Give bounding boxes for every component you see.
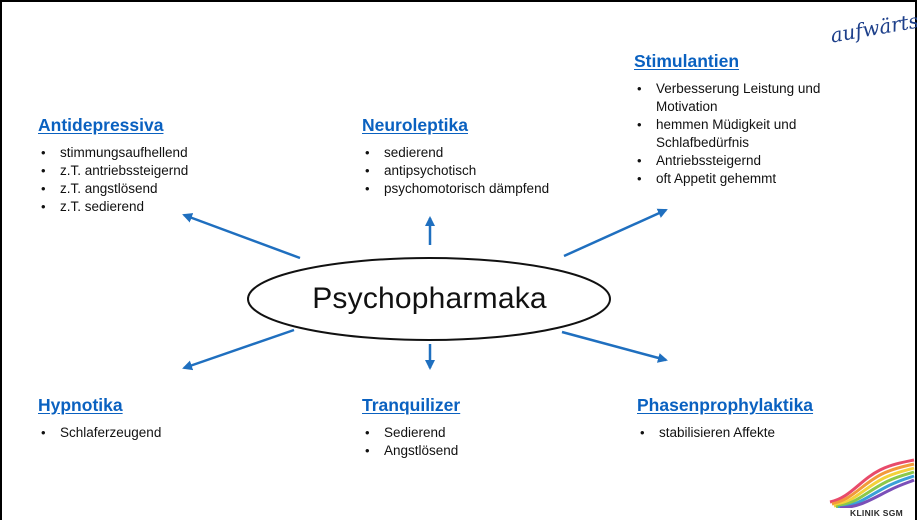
rainbow-swoosh-icon <box>829 458 915 510</box>
category-phasenprophylaktika: Phasenprophylaktika stabilisieren Affekt… <box>637 395 813 442</box>
category-title-tranquilizer: Tranquilizer <box>362 395 461 415</box>
center-label: Psychopharmaka <box>312 282 547 315</box>
klinik-logo-text: KLINIK SGM <box>850 508 904 518</box>
list-item: sedierend <box>362 144 549 162</box>
list-item: stimmungsaufhellend <box>38 144 188 162</box>
category-tranquilizer: Tranquilizer Sedierend Angstlösend <box>362 395 460 460</box>
category-list-tranquilizer: Sedierend Angstlösend <box>362 424 460 460</box>
klinik-logo: KLINIK SGM <box>820 446 916 522</box>
arrow-to-antidepressiva <box>182 213 301 260</box>
list-item: hemmen Müdigkeit und Schlafbedürfnis <box>634 116 828 152</box>
list-item: Sedierend <box>362 424 460 442</box>
list-item: Schlaferzeugend <box>38 424 161 442</box>
list-item: oft Appetit gehemmt <box>634 170 854 188</box>
center-ellipse-shape <box>247 257 611 341</box>
list-item: Verbesserung Leistung und Motivation <box>634 80 828 116</box>
category-title-phasenprophylaktika: Phasenprophylaktika <box>637 395 814 415</box>
center-node: Psychopharmaka <box>247 257 612 341</box>
category-hypnotika: Hypnotika Schlaferzeugend <box>38 395 161 442</box>
list-item: Angstlösend <box>362 442 460 460</box>
category-list-neuroleptika: sedierend antipsychotisch psychomotorisc… <box>362 144 549 198</box>
list-item: psychomotorisch dämpfend <box>362 180 549 198</box>
category-list-hypnotika: Schlaferzeugend <box>38 424 161 442</box>
category-list-stimulantien: Verbesserung Leistung und Motivation hem… <box>634 80 854 188</box>
category-title-neuroleptika: Neuroleptika <box>362 115 468 135</box>
category-neuroleptika: Neuroleptika sedierend antipsychotisch p… <box>362 115 549 198</box>
arrow-to-stimulantien <box>563 208 668 258</box>
category-title-antidepressiva: Antidepressiva <box>38 115 164 135</box>
category-title-stimulantien: Stimulantien <box>634 51 740 71</box>
list-item: stabilisieren Affekte <box>637 424 813 442</box>
list-item: z.T. angstlösend <box>38 180 188 198</box>
category-stimulantien: Stimulantien Verbesserung Leistung und M… <box>634 51 854 188</box>
arrow-to-phasenprophylaktika <box>561 330 668 363</box>
arrow-to-hypnotika <box>182 328 295 371</box>
list-item: z.T. sedierend <box>38 198 188 216</box>
category-list-phasenprophylaktika: stabilisieren Affekte <box>637 424 813 442</box>
category-antidepressiva: Antidepressiva stimmungsaufhellend z.T. … <box>38 115 188 216</box>
category-list-antidepressiva: stimmungsaufhellend z.T. antriebssteiger… <box>38 144 188 216</box>
list-item: Antriebssteigernd <box>634 152 854 170</box>
list-item: antipsychotisch <box>362 162 549 180</box>
list-item: z.T. antriebssteigernd <box>38 162 188 180</box>
category-title-hypnotika: Hypnotika <box>38 395 123 415</box>
